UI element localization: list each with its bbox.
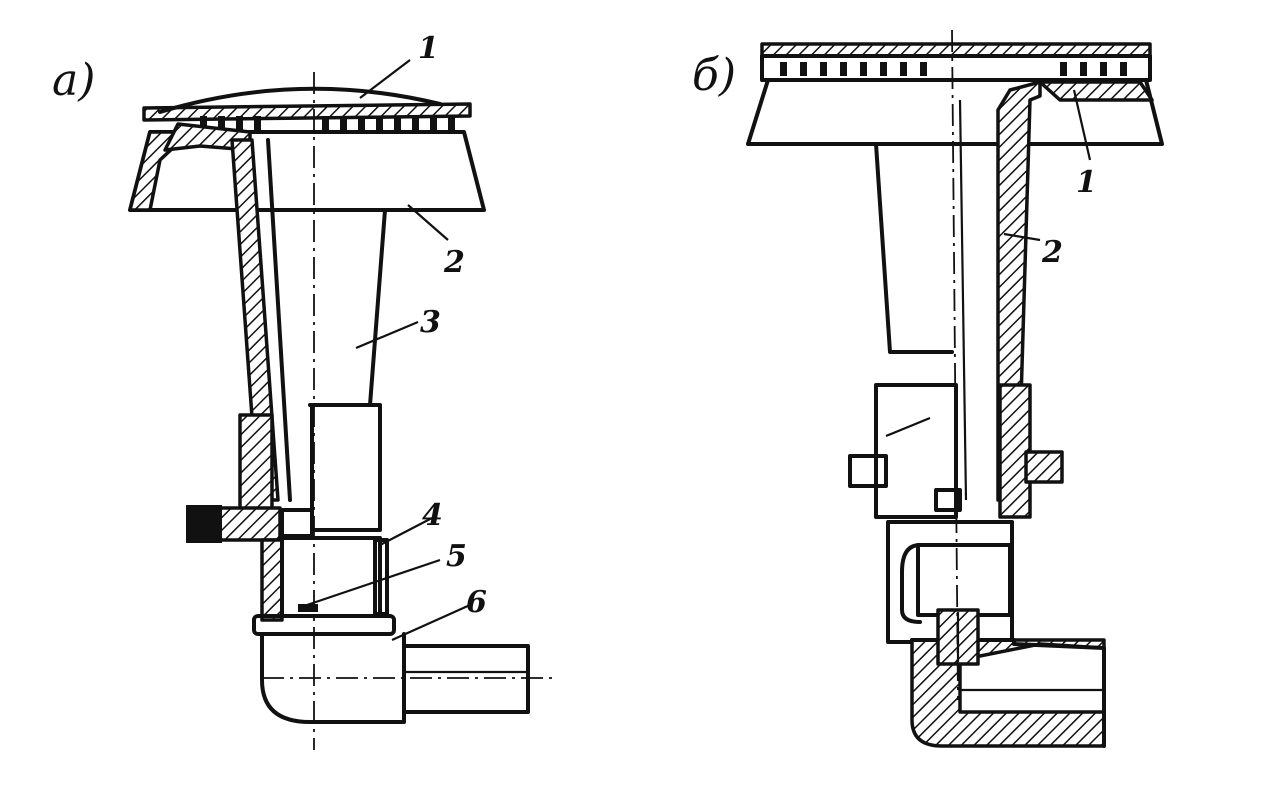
panel-a: а) [52, 31, 552, 750]
panel-a-label: а) [52, 55, 95, 106]
panel-b-callout-1: 1 [1076, 165, 1097, 200]
panel-a-leaders [303, 59, 471, 642]
panel-a-gas-elbow [252, 614, 530, 724]
panel-a-callout-6: 6 [466, 585, 487, 620]
panel-b-leader-2 [1003, 232, 1041, 242]
panel-a-mixing-tube [230, 138, 387, 502]
panel-a-callout-1: 1 [418, 31, 439, 66]
panel-b: б) [692, 29, 1164, 748]
panel-a-callout-5: 5 [446, 539, 467, 574]
panel-b-burner-body [746, 78, 1164, 146]
panel-a-burner-body [128, 122, 486, 212]
panel-b-burner-cap [760, 42, 1152, 82]
panel-b-leader-1 [1072, 89, 1092, 161]
panel-b-axis [951, 29, 959, 701]
panel-a-burner-cap [142, 86, 472, 130]
panel-b-leader-holder [885, 416, 931, 438]
panel-b-callout-2: 2 [1041, 235, 1063, 270]
panel-a-callout-4: 4 [422, 498, 443, 533]
panel-b-gas-elbow [910, 608, 1106, 748]
panel-b-label: б) [692, 50, 736, 101]
panel-a-callout-2: 2 [443, 245, 465, 280]
panel-a-flame-ports [200, 116, 455, 130]
panel-b-flame-ports [780, 62, 1127, 76]
panel-b-nozzle-assembly [848, 383, 1064, 644]
panel-a-callout-3: 3 [420, 305, 441, 340]
